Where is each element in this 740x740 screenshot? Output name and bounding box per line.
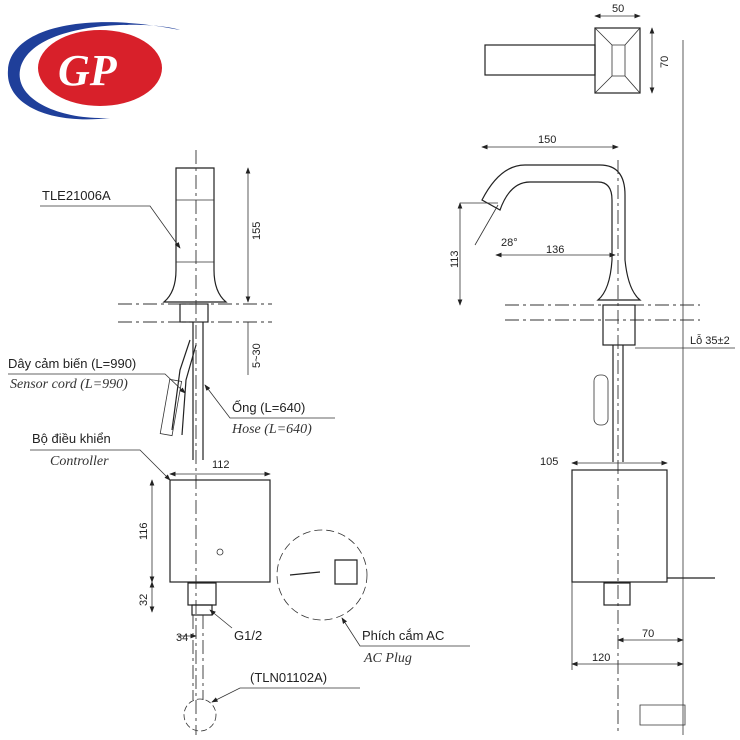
hole-label: Lỗ 35±2 [690, 334, 730, 347]
dim-controller-height: 116 [138, 522, 150, 540]
gp-logo: GP [7, 22, 180, 120]
controller-box [169, 479, 271, 583]
side-spout [481, 164, 642, 301]
faucet-body [162, 167, 228, 303]
hose-label: Ống (L=640) [232, 400, 305, 415]
sensor-cord [171, 339, 197, 436]
ac-plug-detail [276, 529, 368, 621]
dim-70: 70 [642, 628, 654, 640]
dim-reach: 150 [538, 134, 556, 146]
ac-plug-label-en: AC Plug [363, 651, 412, 666]
top-view-spout [484, 44, 596, 76]
dim-height: 155 [251, 222, 263, 240]
side-controller-box [571, 469, 668, 583]
dim-spout-height: 113 [449, 250, 461, 268]
sensor-cord-label-en: Sensor cord (L=990) [10, 377, 128, 392]
logo-text: GP [58, 46, 118, 95]
thread-label: G1/2 [234, 628, 262, 643]
dim-controller-width: 112 [212, 459, 230, 471]
dim-120: 120 [592, 652, 610, 664]
sensor-cord-label: Dây cảm biến (L=990) [8, 356, 136, 371]
dim-offset: 34 [176, 632, 188, 644]
model-label: TLE21006A [42, 188, 111, 203]
dim-top-width: 50 [612, 3, 624, 15]
hose-label-en: Hose (L=640) [231, 422, 312, 437]
side-view: 50 70 150 113 28° 136 Lỗ 35±2 105 70 12 [449, 3, 735, 735]
controller-label-en: Controller [50, 454, 109, 469]
ac-plug-label: Phích cắm AC [362, 628, 444, 643]
dim-spout-reach: 136 [546, 244, 564, 256]
controller-label: Bộ điều khiển [32, 431, 111, 446]
dim-mount: 5~30 [251, 343, 263, 368]
angle-label: 28° [501, 237, 518, 249]
dim-bottom: 32 [138, 594, 150, 606]
front-view: 155 5~30 TLE21006A Dây cảm biến (L=990) … [8, 150, 470, 735]
dim-top-depth: 70 [659, 56, 671, 68]
dim-controller-depth: 105 [540, 456, 558, 468]
valve-model-label: (TLN01102A) [250, 670, 327, 685]
